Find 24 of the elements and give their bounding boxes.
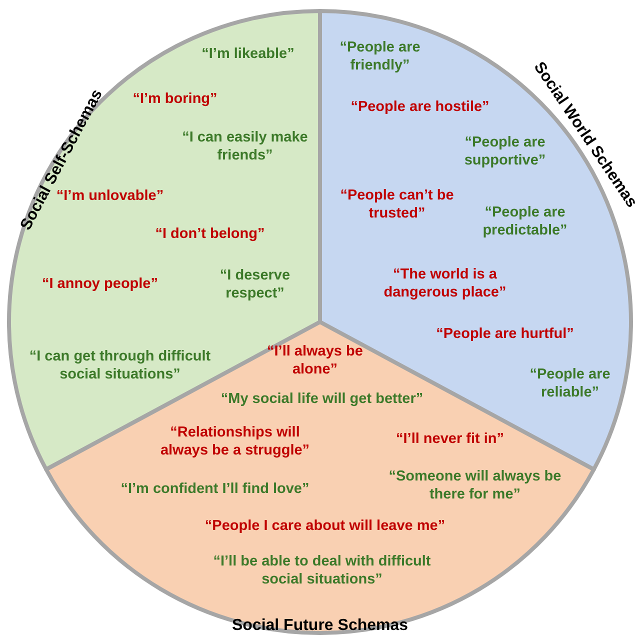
schema-statement: “People I care about will leave me” — [204, 518, 446, 536]
schema-statement: “People are predictable” — [482, 204, 568, 240]
schema-statement: “I don’t belong” — [154, 226, 266, 244]
sector-heading: Social Future Schemas — [232, 616, 408, 636]
schema-statement: “People are supportive” — [463, 134, 547, 170]
schema-statement: “People are friendly” — [338, 39, 422, 75]
schema-statement: “I can get through difficult social situations” — [28, 348, 212, 384]
schema-statement: “I’m boring” — [132, 91, 218, 109]
schema-statement: “Relationships will always be a struggle” — [159, 424, 311, 460]
schema-statement: “People can’t be trusted” — [339, 187, 455, 223]
schema-statement: “People are hurtful” — [435, 326, 575, 344]
schema-statement: “I’m confident I’ll find love” — [120, 481, 310, 499]
schema-statement: “I’m likeable” — [200, 46, 296, 64]
schema-statement: “I deserve respect” — [218, 267, 292, 303]
schema-statement: “My social life will get better” — [220, 391, 424, 409]
schema-statement: “I annoy people” — [40, 276, 159, 294]
schema-statement: “I’ll never fit in” — [395, 431, 505, 449]
schema-statement: “The world is a dangerous place” — [382, 266, 508, 302]
schema-statement: “I’ll be able to deal with difficult social situations” — [212, 553, 432, 589]
schema-statement: “Someone will always be there for me” — [388, 468, 562, 504]
schema-statement: “People are hostile” — [350, 99, 490, 117]
schema-statement: “People are reliable” — [528, 366, 612, 402]
schema-statement: “I’ll always be alone” — [266, 343, 364, 379]
schema-statement: “I can easily make friends” — [181, 129, 309, 165]
